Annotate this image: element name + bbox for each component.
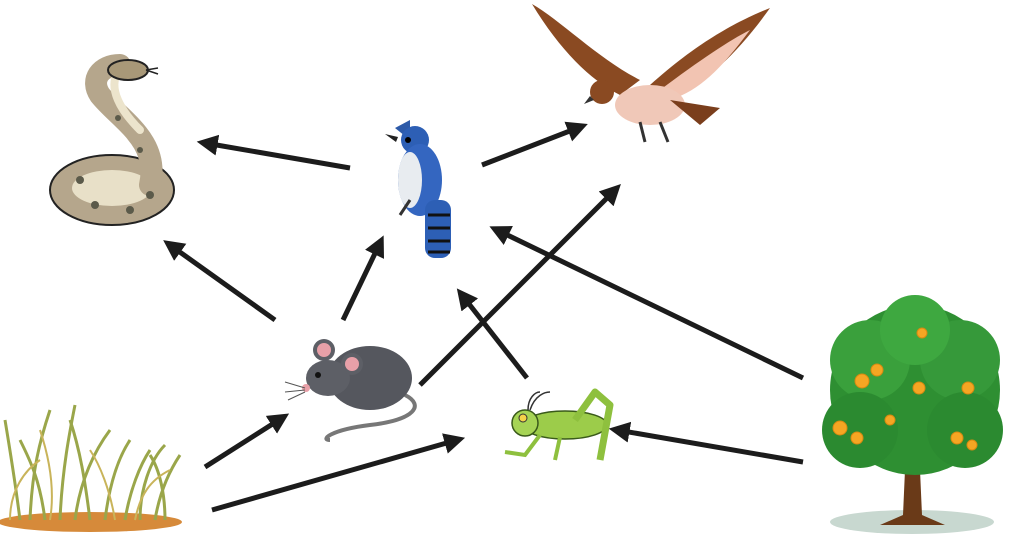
arrow-bluejay-to-hawk: [481, 121, 588, 168]
grasshopper-icon: [504, 388, 614, 461]
arrows-layer: [163, 121, 805, 513]
orange-tree-icon: [822, 295, 1003, 534]
arrow-grass-to-grasshopper: [211, 433, 466, 513]
snake-icon: [49, 54, 175, 226]
arrow-mouse-to-bluejay: [340, 235, 385, 322]
arrow-orange-tree-to-grasshopper: [608, 421, 804, 465]
arrow-orange-tree-to-bluejay: [489, 226, 805, 381]
hawk-icon: [532, 4, 770, 143]
arrow-bluejay-to-snake: [196, 134, 351, 171]
mouse-icon: [284, 339, 417, 442]
arrow-grass-to-mouse: [203, 413, 290, 470]
grass-icon: [0, 404, 182, 532]
arrow-mouse-to-hawk: [418, 184, 621, 387]
arrow-grasshopper-to-bluejay: [456, 288, 529, 380]
bluejay-icon: [385, 120, 451, 258]
arrow-mouse-to-snake: [163, 240, 277, 323]
